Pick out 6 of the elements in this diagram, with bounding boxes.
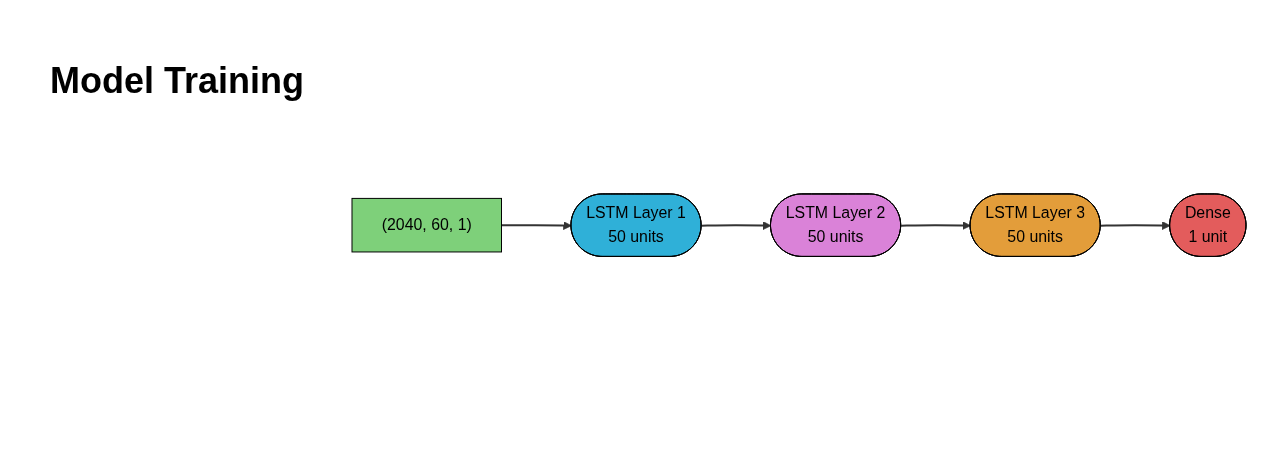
node-box: (2040, 60, 1) [351,197,502,253]
arrow [1099,221,1171,230]
arrow [700,221,772,230]
diagram-title: Model Training [50,60,304,102]
arrow [500,221,572,230]
arrow [900,221,971,230]
